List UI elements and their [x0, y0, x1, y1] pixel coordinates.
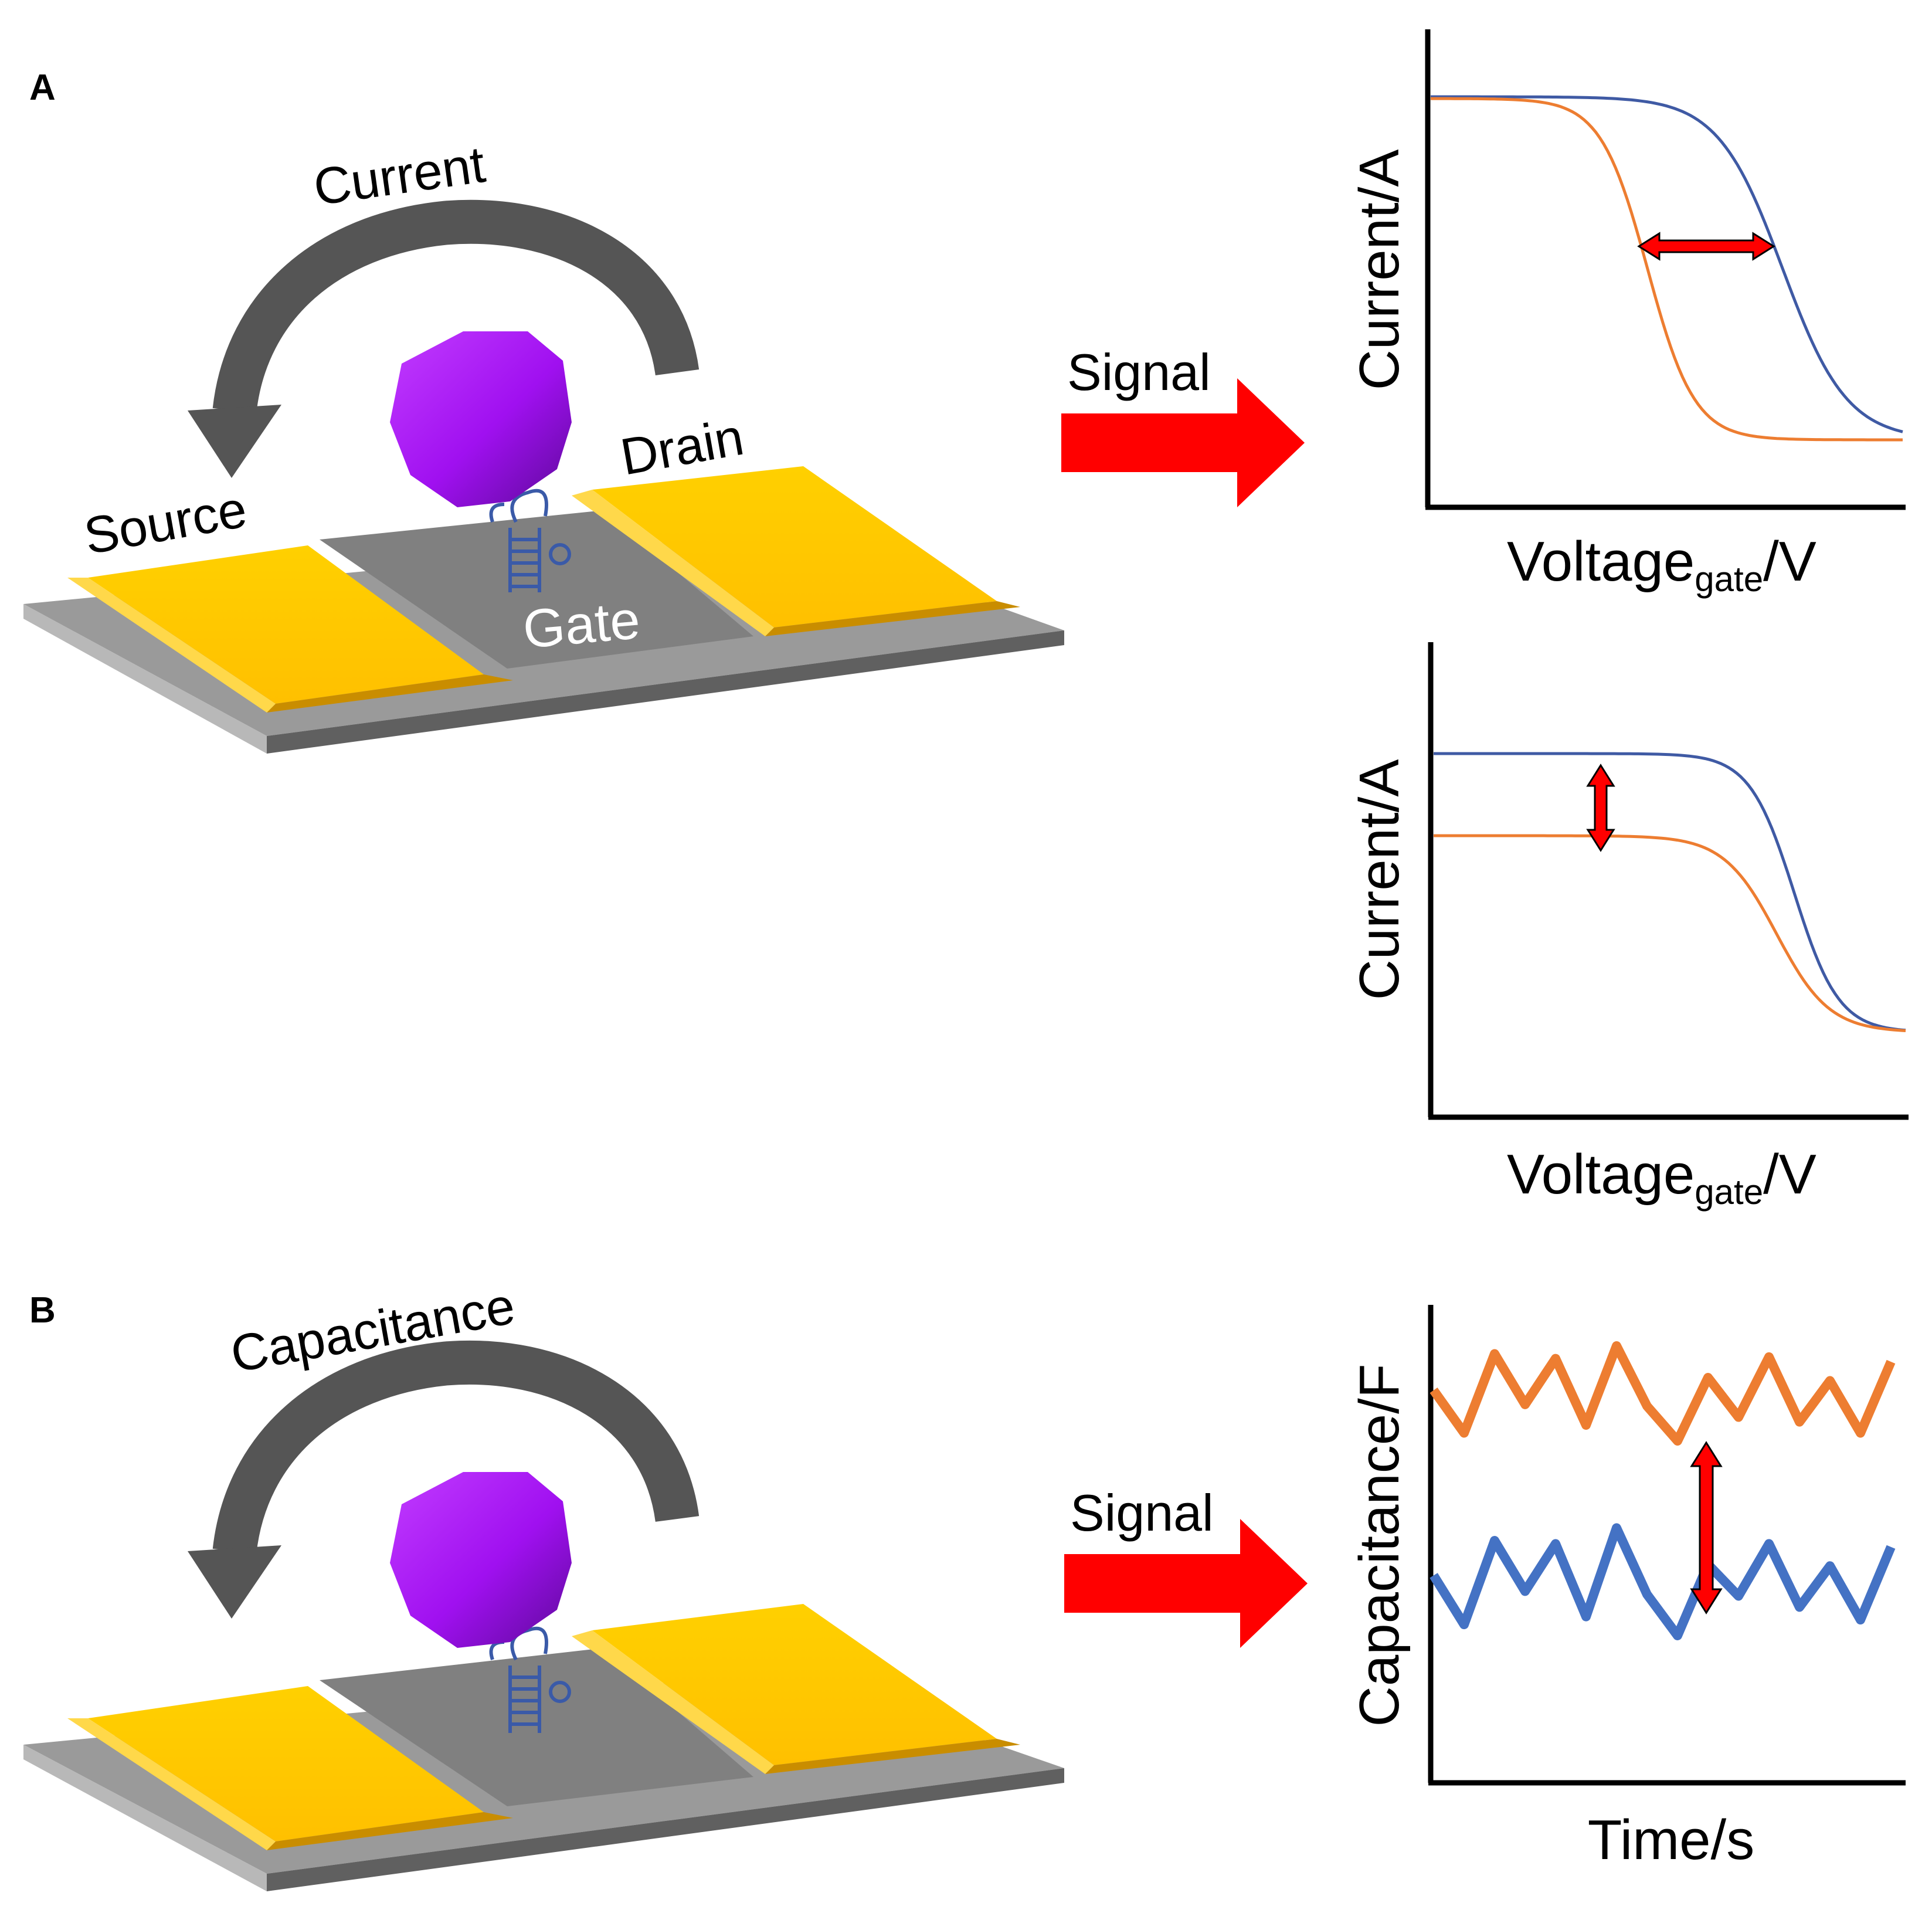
source-label: Source [80, 480, 251, 565]
substrate-front-b [267, 1768, 1064, 1891]
signal-label-a: Signal [1067, 343, 1211, 401]
drain-label: Drain [616, 408, 748, 486]
chart2-series-before [1434, 752, 1906, 1032]
drain-electrode-top-b [592, 1604, 997, 1765]
signal-arrow-b [1064, 1519, 1308, 1648]
source-electrode-top-b [88, 1686, 484, 1841]
signal-arrow-a [1061, 378, 1305, 507]
drain-electrode-top [592, 466, 997, 628]
source-electrode-top [88, 545, 484, 704]
chart3-ylabel: Capacitance/F [1348, 1364, 1411, 1727]
gate-label: Gate [521, 590, 643, 660]
panel-label-a: A [29, 67, 56, 108]
source-electrode-side-b [267, 1812, 513, 1850]
chart2-xlabel: Voltagegate/V [1507, 1143, 1816, 1212]
chart1-ylabel: Current/A [1348, 150, 1411, 391]
chart3-xlabel: Time/s [1588, 1809, 1754, 1871]
capacitance-arrow-b [188, 1340, 700, 1619]
chart1-shift-arrow [1637, 232, 1775, 261]
chart3-series-group [1430, 1341, 1896, 1640]
source-electrode-bevel-b [67, 1718, 276, 1850]
substrate-front [267, 630, 1064, 754]
chart-current-drop: Current/A Voltagegate/V [1348, 642, 1909, 1212]
chart1-xlabel: Voltagegate/V [1507, 530, 1816, 599]
gate-channel [320, 510, 753, 669]
chart1-series-before [1431, 95, 1903, 433]
chart1-xlabel-tail: /V [1763, 530, 1816, 593]
source-electrode-side [267, 674, 513, 713]
drain-electrode-bevel-b [572, 1630, 774, 1774]
chart1-xlabel-main: Voltage [1507, 530, 1695, 593]
chart3-series-1 [1430, 1341, 1896, 1446]
target-molecule [390, 331, 572, 507]
substrate-left-b [23, 1745, 267, 1891]
device-a [23, 331, 1064, 754]
chart1-series-after [1431, 97, 1903, 442]
chart2-series-after [1434, 834, 1906, 1032]
chart1-xlabel-sub: gate [1695, 559, 1763, 599]
chart3-series-2 [1430, 1523, 1896, 1640]
aptamer-probe [489, 489, 571, 592]
chart2-xlabel-main: Voltage [1507, 1143, 1695, 1206]
drain-electrode-bevel [572, 490, 774, 636]
substrate-left [23, 604, 267, 754]
source-electrode-bevel [67, 578, 276, 713]
chart2-drop-arrow [1586, 764, 1615, 852]
target-molecule-b [390, 1472, 572, 1648]
chart2-ylabel: Current/A [1348, 759, 1411, 1000]
chart3-change-arrow [1690, 1441, 1723, 1614]
current-arrow-a [188, 199, 700, 478]
panel-label-b: B [29, 1290, 56, 1331]
drain-electrode-side [765, 601, 1020, 636]
chart2-xlabel-tail: /V [1763, 1143, 1816, 1206]
device-b [23, 1472, 1064, 1891]
chart-capacitance: Capacitance/F Time/s [1348, 1305, 1906, 1871]
signal-label-b: Signal [1070, 1484, 1214, 1542]
chart-threshold-shift: Current/A Voltagegate/V [1348, 29, 1906, 599]
drain-electrode-side-b [765, 1739, 1020, 1774]
chart2-xlabel-sub: gate [1695, 1172, 1763, 1212]
